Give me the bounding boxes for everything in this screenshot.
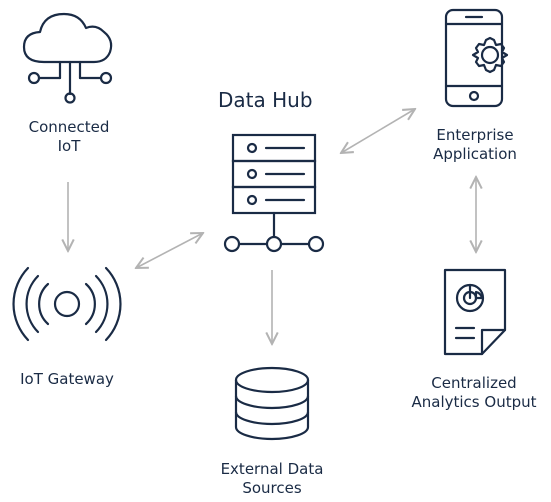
label-analytics-output: Centralized Analytics Output [411,374,537,411]
arrow-gateway-hub [136,233,203,268]
data-hub-title: Data Hub [218,88,313,112]
cloud-network-icon [22,12,113,104]
mobile-settings-icon [444,8,509,108]
label-connected-iot: Connected IoT [28,118,110,155]
server-rack-icon [223,133,325,253]
arrow-hub-enterprise [341,109,415,153]
wireless-signal-icon [12,266,122,342]
database-icon [234,366,310,441]
label-enterprise-application: Enterprise Application [433,126,517,163]
report-chart-icon [443,268,507,356]
label-iot-gateway: IoT Gateway [20,370,114,388]
label-external-data: External Data Sources [220,460,324,497]
